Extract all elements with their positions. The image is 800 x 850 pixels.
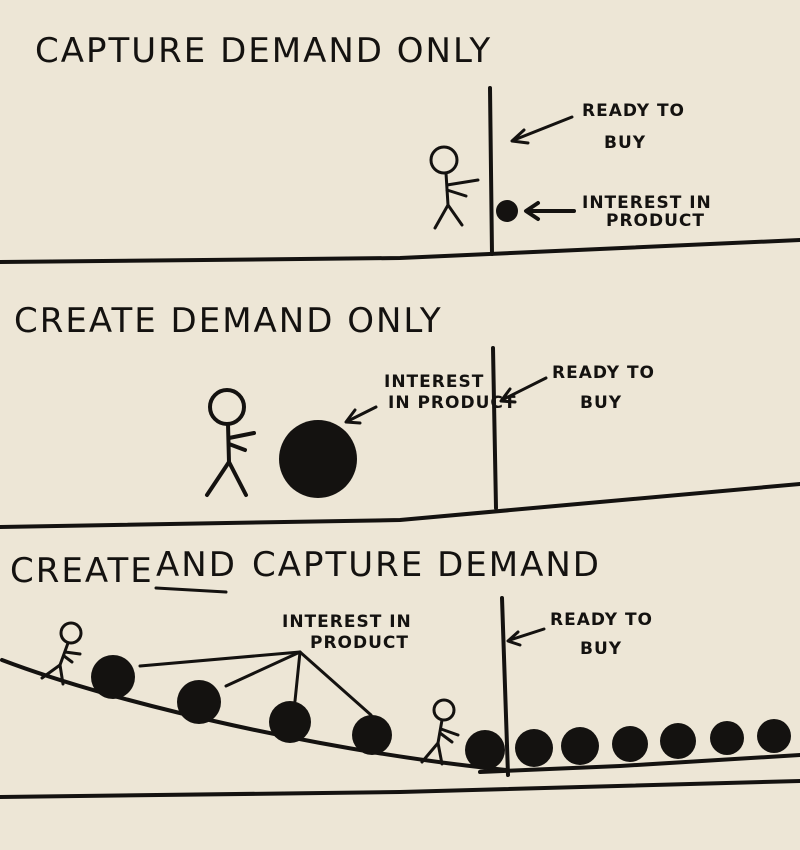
panel-1-title: CAPTURE DEMAND ONLY xyxy=(35,31,492,71)
panel-divider xyxy=(0,482,800,529)
interest-ball xyxy=(612,726,648,762)
ready-arrow xyxy=(499,376,548,404)
interest-ball xyxy=(515,729,553,767)
interest-ball xyxy=(561,727,599,765)
ready-label-line2: BUY xyxy=(580,393,622,413)
ready-line xyxy=(488,86,494,256)
slope xyxy=(0,658,508,772)
interest-ball xyxy=(660,723,696,759)
title-underline xyxy=(154,586,228,594)
ready-line xyxy=(491,346,498,510)
interest-pointer-lines xyxy=(138,650,373,717)
panel-3-title-part1: CREATE xyxy=(10,551,154,591)
stick-figure xyxy=(205,388,256,497)
ready-label-line2: BUY xyxy=(580,639,622,659)
interest-label-line2: PRODUCT xyxy=(310,633,409,653)
interest-label-line1: INTEREST IN xyxy=(282,612,412,632)
interest-arrow xyxy=(524,201,576,221)
ready-arrow xyxy=(506,627,546,647)
bottom-line xyxy=(0,779,800,799)
ground xyxy=(478,753,800,774)
ready-label-line1: READY TO xyxy=(550,610,653,630)
ready-label-line1: READY TO xyxy=(582,101,685,121)
stick-figure xyxy=(420,698,460,766)
interest-label-line2: IN PRODUCT xyxy=(388,393,516,413)
stick-figure xyxy=(429,145,480,230)
interest-ball xyxy=(352,715,392,755)
panel-3-title-part2: AND xyxy=(156,545,237,585)
panel-create-demand: CREATE DEMAND ONLY INTEREST IN PRODUCT R… xyxy=(0,301,800,529)
interest-label-line2: PRODUCT xyxy=(606,211,705,231)
panel-divider xyxy=(0,238,800,264)
interest-ball xyxy=(91,655,135,699)
ready-label-line1: READY TO xyxy=(552,363,655,383)
interest-ball xyxy=(465,730,505,770)
interest-label-line1: INTEREST IN xyxy=(582,193,712,213)
panel-capture-demand: CAPTURE DEMAND ONLY READY TO BUY INTERES… xyxy=(0,31,800,264)
interest-arrow xyxy=(344,405,378,425)
panel-2-title: CREATE DEMAND ONLY xyxy=(14,301,443,341)
interest-ball xyxy=(269,701,311,743)
interest-ball xyxy=(496,200,518,222)
interest-ball xyxy=(710,721,744,755)
interest-label-line1: INTEREST xyxy=(384,372,484,392)
stick-figure xyxy=(40,621,83,686)
interest-ball xyxy=(177,680,221,724)
ready-line xyxy=(500,596,510,777)
ready-label-line2: BUY xyxy=(604,133,646,153)
ready-arrow xyxy=(510,115,574,145)
panel-3-title-part3: CAPTURE DEMAND xyxy=(252,545,601,585)
interest-ball-large xyxy=(279,420,357,498)
panel-create-and-capture: CREATE AND CAPTURE DEMAND xyxy=(0,545,800,799)
interest-ball xyxy=(757,719,791,753)
